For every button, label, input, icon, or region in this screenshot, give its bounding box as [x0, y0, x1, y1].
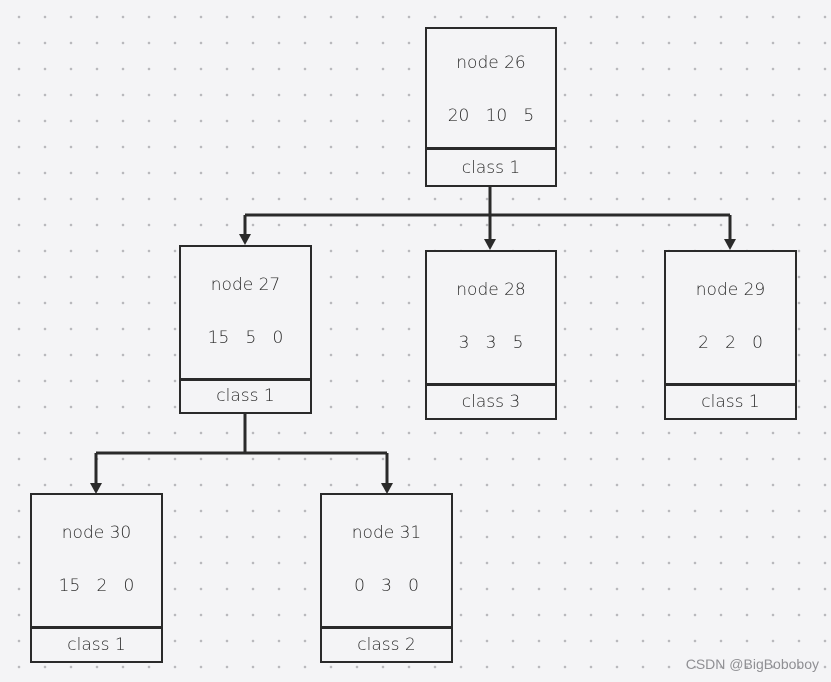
- arrowhead-28: [484, 239, 496, 250]
- arrowhead-30: [90, 483, 102, 494]
- node-values: 2 2 0: [698, 333, 763, 353]
- node-values: 15 2 0: [58, 576, 135, 596]
- node-values: 20 10 5: [447, 106, 535, 126]
- node-stats-section: node 26 20 10 5: [427, 29, 555, 150]
- arrowhead-31: [381, 483, 393, 494]
- tree-node-26[interactable]: node 26 20 10 5 class 1: [425, 27, 557, 187]
- node-values: 3 3 5: [458, 333, 524, 353]
- arrowhead-27: [239, 234, 251, 245]
- node-title: node 29: [695, 280, 766, 300]
- tree-node-29[interactable]: node 29 2 2 0 class 1: [664, 250, 797, 420]
- node-class-label: class 1: [216, 386, 275, 406]
- node-class-label: class 1: [701, 392, 760, 412]
- node-title: node 30: [61, 523, 132, 543]
- node-title: node 28: [456, 280, 526, 300]
- tree-node-28[interactable]: node 28 3 3 5 class 3: [425, 250, 557, 420]
- node-stats-section: node 30 15 2 0: [32, 495, 161, 629]
- node-class-label: class 1: [461, 158, 521, 178]
- node-values: 15 5 0: [207, 328, 284, 348]
- node-stats-section: node 31 0 3 0: [322, 495, 451, 629]
- node-title: node 31: [351, 523, 422, 543]
- node-title: node 27: [210, 275, 281, 295]
- tree-node-31[interactable]: node 31 0 3 0 class 2: [320, 493, 453, 663]
- node-class-label: class 3: [461, 392, 521, 412]
- tree-node-27[interactable]: node 27 15 5 0 class 1: [179, 245, 312, 414]
- node-class-label: class 1: [67, 635, 126, 655]
- node-stats-section: node 27 15 5 0: [181, 247, 310, 381]
- csdn-watermark: CSDN @BigBoboboy: [685, 656, 819, 672]
- tree-node-30[interactable]: node 30 15 2 0 class 1: [30, 493, 163, 663]
- node-stats-section: node 28 3 3 5: [427, 252, 555, 386]
- node-stats-section: node 29 2 2 0: [666, 252, 795, 386]
- node-values: 0 3 0: [354, 576, 419, 596]
- node-class-label: class 2: [357, 635, 416, 655]
- node-title: node 26: [456, 53, 526, 73]
- arrowhead-29: [724, 239, 736, 250]
